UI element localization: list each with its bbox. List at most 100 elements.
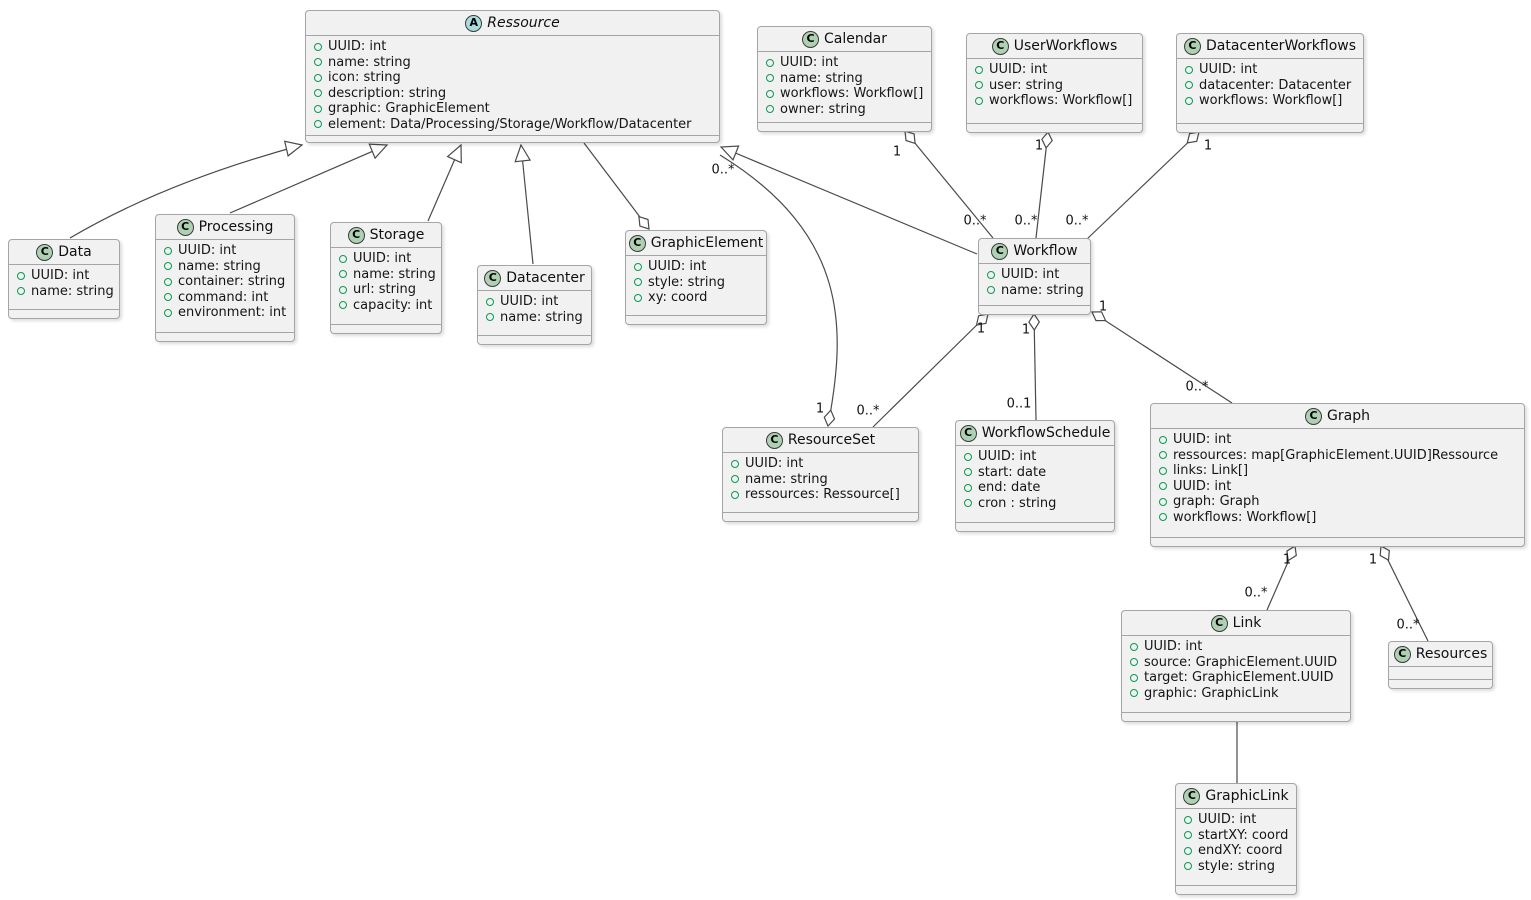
multiplicity-label: 1	[1368, 552, 1378, 568]
attribute-text: name: string	[780, 70, 863, 86]
attribute-text: UUID: int	[31, 268, 90, 283]
methods-section-empty	[1122, 712, 1350, 721]
attribute-text: workflows: Workflow[]	[989, 93, 1133, 108]
methods-section-empty	[478, 335, 591, 344]
attribute-row: description: string	[314, 86, 711, 102]
aggregation-diamond-icon	[638, 215, 650, 230]
attribute-text: xy: coord	[648, 290, 708, 305]
class-icon: C	[484, 269, 502, 287]
attribute-row: container: string	[164, 274, 286, 290]
aggregation-diamond-icon	[904, 130, 916, 145]
class-name: Graph	[1327, 408, 1370, 424]
field-visibility-icon	[766, 89, 774, 98]
attribute-text: UUID: int	[1173, 432, 1232, 447]
generalization-arrow-icon	[719, 145, 740, 161]
edge-Ressource-GraphicElement	[583, 142, 650, 230]
attribute-text: UUID: int	[648, 259, 707, 274]
field-visibility-icon	[1185, 96, 1193, 105]
attribute-row: command: int	[164, 290, 286, 306]
attribute-text: workflows: Workflow[]	[1199, 93, 1343, 108]
class-name: GraphicLink	[1205, 788, 1289, 804]
methods-section-empty	[1389, 679, 1492, 688]
field-visibility-icon	[975, 65, 983, 74]
attribute-row: graphic: GraphicLink	[1130, 686, 1342, 702]
attribute-row: workflows: Workflow[]	[766, 86, 923, 102]
class-name: Storage	[369, 227, 425, 243]
attribute-row: UUID: int	[339, 251, 433, 267]
attribute-text: name: string	[353, 266, 436, 282]
multiplicity-label: 0..*	[711, 162, 735, 178]
aggregation-diamond-icon	[1286, 544, 1297, 562]
class-name: DatacenterWorkflows	[1205, 38, 1357, 54]
attribute-text: name: string	[328, 54, 411, 70]
edge-Data-Ressource	[69, 144, 303, 239]
field-visibility-icon	[164, 246, 172, 255]
attribute-text: UUID: int	[780, 55, 839, 70]
field-visibility-icon	[1130, 658, 1138, 667]
field-visibility-icon	[766, 58, 774, 67]
attribute-row: source: GraphicElement.UUID	[1130, 655, 1342, 671]
multiplicity-label: 1	[892, 144, 902, 160]
multiplicity-label: 1	[1021, 322, 1031, 338]
field-visibility-icon	[314, 89, 322, 98]
attribute-row: workflows: Workflow[]	[975, 93, 1134, 109]
attribute-row: workflows: Workflow[]	[1185, 93, 1355, 109]
field-visibility-icon	[964, 452, 972, 461]
class-name: Ressource	[487, 15, 560, 31]
multiplicity-label: 0..*	[1396, 617, 1420, 633]
attribute-text: UUID: int	[178, 243, 237, 258]
attribute-row: workflows: Workflow[]	[1159, 510, 1516, 526]
field-visibility-icon	[1159, 435, 1167, 444]
field-visibility-icon	[314, 104, 322, 113]
attribute-text: workflows: Workflow[]	[780, 86, 924, 101]
methods-section-empty	[626, 315, 766, 324]
field-visibility-icon	[339, 270, 347, 279]
field-visibility-icon	[975, 81, 983, 90]
field-visibility-icon	[1184, 846, 1192, 855]
attribute-row: owner: string	[766, 102, 923, 118]
methods-section-empty	[1176, 885, 1296, 894]
class-name: Datacenter	[506, 270, 585, 286]
class-icon: C	[628, 234, 646, 252]
attribute-row: UUID: int	[1159, 479, 1516, 495]
field-visibility-icon	[17, 271, 25, 280]
attribute-text: workflows: Workflow[]	[1173, 509, 1317, 525]
attribute-row: UUID: int	[1130, 639, 1342, 655]
field-visibility-icon	[964, 468, 972, 477]
generalization-arrow-icon	[514, 143, 532, 163]
attribute-text: UUID: int	[978, 449, 1037, 464]
attribute-text: icon: string	[328, 70, 401, 85]
class-icon: C	[1210, 614, 1228, 632]
attribute-text: graphic: GraphicElement	[328, 101, 490, 116]
multiplicity-label: 0..*	[1065, 213, 1089, 229]
attribute-text: target: GraphicElement.UUID	[1144, 670, 1334, 685]
class-name: GraphicElement	[650, 235, 764, 251]
attribute-row: links: Link[]	[1159, 463, 1516, 479]
field-visibility-icon	[314, 73, 322, 82]
class-icon: C	[959, 424, 977, 442]
attribute-text: UUID: int	[745, 456, 804, 471]
attribute-text: name: string	[500, 309, 583, 325]
field-visibility-icon	[314, 42, 322, 51]
attribute-text: UUID: int	[1001, 267, 1060, 282]
methods-section-empty	[1177, 123, 1363, 132]
attribute-row: UUID: int	[1159, 432, 1516, 448]
class-icon: C	[802, 30, 820, 48]
class-icon: C	[1183, 37, 1201, 55]
attribute-row: UUID: int	[634, 259, 758, 275]
attribute-text: datacenter: Datacenter	[1199, 77, 1352, 93]
attribute-text: end: date	[978, 480, 1041, 495]
class-name: WorkflowSchedule	[981, 425, 1111, 441]
generalization-arrow-icon	[368, 143, 389, 160]
